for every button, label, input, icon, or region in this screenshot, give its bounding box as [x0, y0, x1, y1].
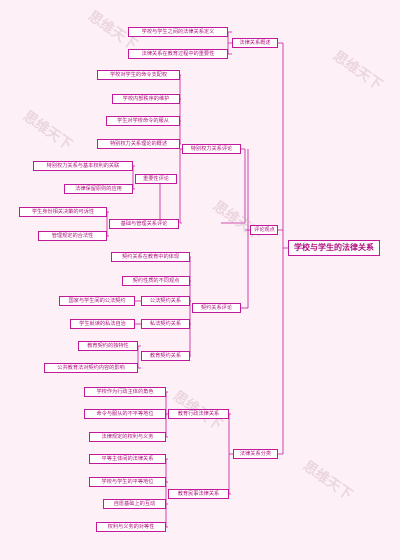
special-power-item[interactable]: 特别权力关系理论的概述: [97, 139, 180, 149]
public-law-item[interactable]: 国家与学生间的公法契约: [59, 296, 135, 306]
basic-management-item[interactable]: 学生身份相关决策的可诉性: [19, 207, 107, 217]
contract-item[interactable]: 契约关系在教育中的体现: [111, 252, 190, 262]
civil-item[interactable]: 自愿基础上的互动: [103, 499, 166, 509]
education-contract-item[interactable]: 教育契约的独特性: [78, 341, 138, 351]
private-law-item[interactable]: 学生就读的私法自治: [70, 319, 135, 329]
root-node[interactable]: 学校与学生的法律关系: [288, 240, 380, 256]
importance-node[interactable]: 重要性评论: [135, 174, 177, 184]
special-power-item[interactable]: 学校对学生的命令支配权: [97, 70, 180, 80]
basic-management-item[interactable]: 管理规定的合法性: [38, 231, 107, 241]
branch-types[interactable]: 法律关系分类: [233, 449, 278, 459]
importance-item[interactable]: 法律保留原则的应用: [64, 184, 133, 194]
contract-item[interactable]: 契约性质的不同观点: [122, 276, 190, 286]
civil-item[interactable]: 平等主体间的法律关系: [89, 454, 166, 464]
overview-item[interactable]: 法律关系在教育过程中的重要性: [128, 49, 228, 59]
special-power-item[interactable]: 学校内部秩序的维护: [112, 94, 180, 104]
overview-item[interactable]: 学校与学生之间的法律关系定义: [128, 27, 228, 37]
admin-item[interactable]: 法律规定的权利与义务: [89, 432, 166, 442]
special-power-node[interactable]: 特别权力关系评论: [182, 144, 241, 154]
public-law-node[interactable]: 公法契约关系: [141, 296, 190, 306]
basic-management-node[interactable]: 基础与管理关系评论: [109, 219, 179, 229]
private-law-node[interactable]: 私法契约关系: [141, 319, 190, 329]
civil-node[interactable]: 教育民事法律关系: [168, 489, 229, 499]
civil-item[interactable]: 学校与学生的平等地位: [89, 477, 166, 487]
importance-item[interactable]: 特别权力关系与基本权利的关联: [33, 161, 133, 171]
admin-node[interactable]: 教育行政法律关系: [168, 409, 229, 419]
branch-evaluation[interactable]: 评论观点: [250, 225, 278, 235]
admin-item[interactable]: 学校作为行政主体的角色: [84, 387, 166, 397]
education-contract-item[interactable]: 公共教育法对契约内容的影响: [44, 363, 138, 373]
education-contract-node[interactable]: 教育契约关系: [141, 351, 190, 361]
contract-node[interactable]: 契约关系评论: [192, 303, 241, 313]
special-power-item[interactable]: 学生对学校命令的服从: [106, 116, 180, 126]
admin-item[interactable]: 命令与服从的不平等地位: [84, 409, 166, 419]
civil-item[interactable]: 权利与义务的对等性: [96, 522, 166, 532]
branch-overview[interactable]: 法律关系概述: [232, 38, 278, 48]
